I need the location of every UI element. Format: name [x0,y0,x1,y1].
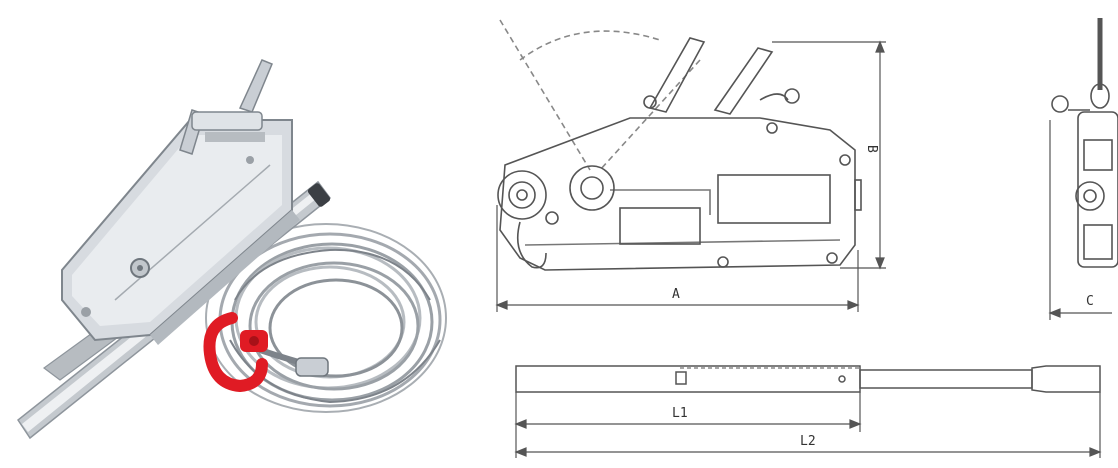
dimension-a [495,205,860,312]
dimension-b [772,40,886,270]
lever-swing-arc [519,30,661,61]
winch-body-outline [499,117,856,271]
forward-lever [648,37,706,113]
dimension-label-a: A [672,287,680,302]
name-plate [619,207,701,245]
product-photo [16,59,447,440]
swing-line-right [599,59,701,171]
handle-drawing [515,365,1101,393]
swing-line-left [499,19,591,171]
handle-inner-tube [859,369,1033,389]
hook-assembly [203,312,329,393]
dimension-l2 [514,392,1102,458]
front-hook [516,221,547,269]
winch-body-photo [61,59,300,345]
front-pulley [497,170,547,220]
body-slot [717,174,831,224]
side-view-drawing [497,19,862,271]
dimension-label-b: B [864,145,879,153]
dimension-label-l2: L2 [800,434,816,449]
dimension-label-c: C [1086,294,1094,309]
red-hook [203,312,268,393]
handle-outer-tube [515,365,861,393]
wire-rope-coil [205,223,447,413]
dimension-c [1048,120,1112,320]
reverse-lever [713,47,774,115]
dimension-label-l1: L1 [672,406,688,421]
handle-grip [1031,365,1101,393]
end-view-drawing [1051,18,1118,268]
dimension-l1 [514,392,862,432]
rear-pulley [569,165,615,211]
